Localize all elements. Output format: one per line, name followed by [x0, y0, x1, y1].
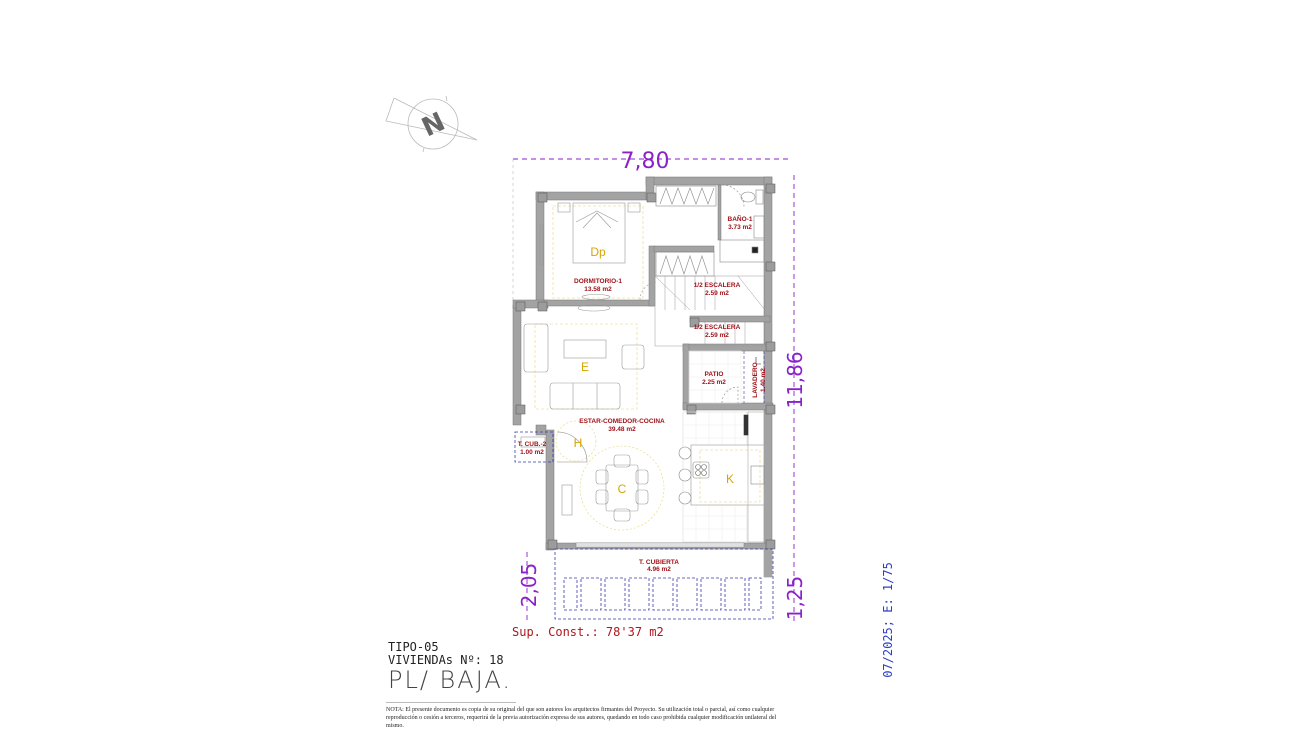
width-dimension-label: 7,80 — [621, 149, 670, 174]
room-label-bano: BAÑO-1 — [728, 214, 753, 223]
terrace-outline — [554, 548, 774, 620]
room-label-lavadero: LAVADERO — [752, 362, 759, 398]
room-area-bano: 3.73 m2 — [728, 224, 752, 231]
room-area-patio: 2.25 m2 — [702, 379, 726, 386]
dimension-height: 11,86 1,25 — [783, 175, 807, 622]
room-area-tcub2: 1.00 m2 — [520, 449, 544, 456]
dimension-terrace-left: 2,05 — [517, 552, 541, 620]
room-labels: DORMITORIO-1 13.58 m2 BAÑO-1 3.73 m2 1/2… — [518, 214, 767, 573]
room-label-dormitorio: DORMITORIO-1 — [574, 278, 622, 285]
legal-note: NOTA: El presente documento es copia de … — [386, 707, 777, 729]
sliding-door — [575, 542, 745, 548]
dining-furniture — [561, 445, 665, 531]
room-area-escalera-1: 2.59 m2 — [705, 290, 729, 297]
zone-hall: H — [574, 436, 583, 450]
room-label-estar: ESTAR-COMEDOR-COCINA — [579, 418, 665, 425]
zone-living: E — [581, 360, 589, 374]
room-area-escalera-2: 2.59 m2 — [705, 332, 729, 339]
room-area-lavadero: 1.40 m2 — [760, 368, 767, 392]
room-label-tcubierta: T. CUBIERTA — [639, 559, 679, 566]
title-block: TIPO-05 VIVIENDAs Nº: 18 PL/ BAJA. — [388, 640, 512, 694]
room-area-tcubierta: 4.96 m2 — [647, 566, 671, 573]
bedroom-furniture — [539, 202, 659, 312]
patio-area — [688, 350, 765, 404]
floor-title: PL/ BAJA. — [388, 666, 512, 694]
room-area-estar: 39.48 m2 — [608, 426, 636, 433]
dimension-width: 7,80 — [512, 149, 790, 300]
covered-terrace-2-outline — [514, 431, 554, 463]
built-area-summary: Sup. Const.: 78'37 m2 — [512, 625, 664, 639]
stairs — [654, 275, 766, 347]
wardrobes — [655, 185, 717, 277]
hall-area — [555, 420, 597, 463]
tipo-label: TIPO-05 — [388, 640, 439, 654]
north-arrow-icon: N — [385, 95, 478, 153]
room-label-patio: PATIO — [705, 371, 724, 378]
kitchen-furniture — [678, 411, 765, 543]
room-label-tcub2: T. CUB.-2 — [518, 441, 547, 448]
viviendas-label: VIVIENDAs Nº: 18 — [388, 653, 504, 667]
divider — [386, 702, 516, 703]
zone-dining: C — [618, 482, 627, 496]
living-furniture — [520, 323, 645, 448]
bathroom-fixtures — [719, 184, 765, 263]
terrace-wall — [764, 549, 772, 577]
height-dimension-label: 11,86 — [783, 351, 807, 408]
date-scale-label: 07/2025; E: 1/75 — [881, 562, 895, 678]
room-label-escalera-1: 1/2 ESCALERA — [694, 282, 741, 289]
zone-kitchen: K — [726, 472, 734, 486]
zone-bedroom: Dp — [590, 245, 606, 259]
terrace-left-dimension-label: 2,05 — [517, 563, 541, 608]
terrace-right-dimension-label: 1,25 — [783, 576, 807, 621]
columns — [515, 183, 776, 550]
room-area-dormitorio: 13.58 m2 — [584, 286, 612, 293]
room-label-escalera-2: 1/2 ESCALERA — [694, 324, 741, 331]
